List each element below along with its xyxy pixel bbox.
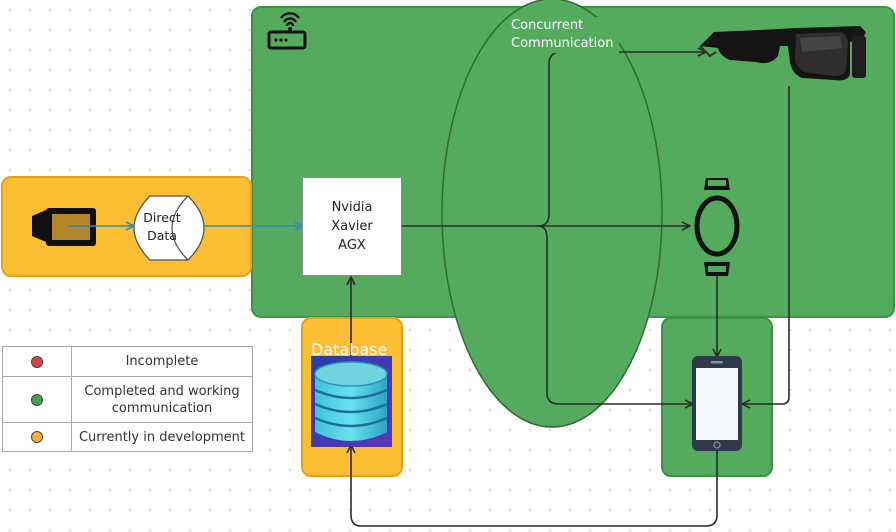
router-icon bbox=[267, 12, 307, 50]
legend-label: Currently in development bbox=[71, 422, 253, 452]
legend-label: Completed and working communication bbox=[71, 376, 253, 423]
legend-table: Incomplete Completed and working communi… bbox=[2, 346, 253, 452]
nvidia-label: Nvidia Xavier AGX bbox=[331, 200, 373, 253]
green-status-dot bbox=[31, 393, 43, 406]
arrow-glasses-to-phone bbox=[742, 86, 790, 404]
red-status-dot bbox=[31, 355, 43, 368]
legend-row: Incomplete bbox=[2, 346, 253, 377]
legend-label: Incomplete bbox=[71, 346, 253, 377]
nvidia-xavier-agx-node: Nvidia Xavier AGX bbox=[302, 177, 402, 276]
concurrent-communication-ellipse bbox=[441, 0, 663, 428]
arrow-phone-to-database bbox=[351, 445, 718, 527]
database-icon bbox=[311, 356, 392, 447]
legend-row: Completed and working communication bbox=[2, 376, 253, 423]
yellow-status-dot bbox=[31, 431, 43, 443]
smartphone-icon bbox=[692, 356, 742, 451]
arrow-nvidia-to-phone bbox=[537, 225, 693, 404]
legend-row: Currently in development bbox=[2, 422, 253, 452]
database-label: Database bbox=[311, 340, 388, 359]
camera-icon bbox=[32, 208, 96, 246]
concurrent-communication-label: Concurrent Communication bbox=[511, 17, 619, 53]
direct-data-label: Direct Data bbox=[143, 210, 181, 243]
smartwatch-icon bbox=[694, 178, 740, 276]
smart-glasses-icon bbox=[699, 26, 866, 81]
